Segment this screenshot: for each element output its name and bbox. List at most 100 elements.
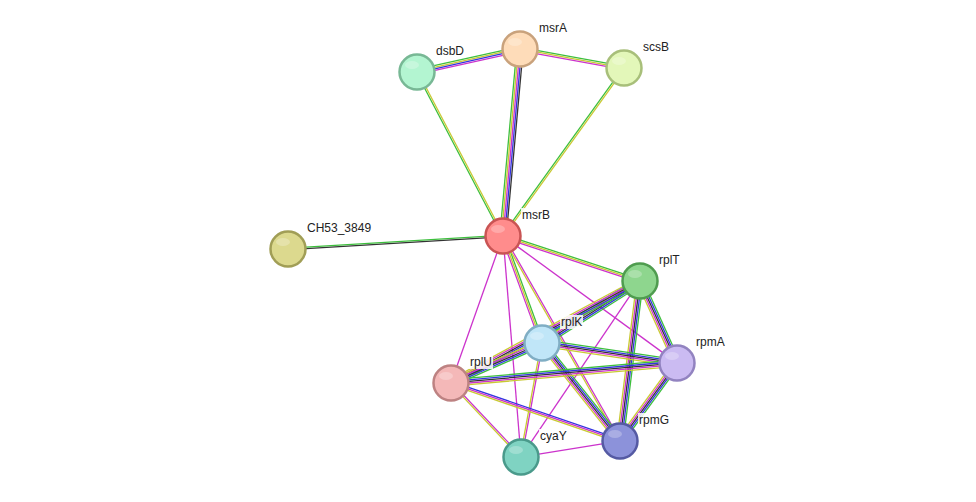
evidence-strand: [560, 347, 659, 362]
evidence-strand: [508, 67, 522, 218]
interaction-edge: [555, 287, 627, 337]
node-label: rpmA: [695, 335, 726, 349]
node-circle: [601, 422, 639, 460]
evidence-strand: [621, 299, 637, 423]
node-label: CH53_3849: [306, 221, 372, 235]
node-highlight: [276, 238, 290, 246]
evidence-strand: [518, 247, 663, 353]
node-highlight: [491, 225, 505, 233]
evidence-strand: [306, 238, 485, 249]
evidence-strand: [464, 396, 509, 444]
node-label: scsB: [642, 40, 670, 54]
evidence-strand: [619, 298, 635, 422]
node-highlight: [608, 430, 622, 438]
node-highlight: [509, 446, 523, 454]
evidence-strand: [469, 365, 659, 382]
node-circle: [269, 230, 307, 268]
evidence-strand: [506, 67, 520, 218]
node-label: rplU: [469, 355, 493, 369]
evidence-strand: [537, 54, 606, 67]
evidence-strand: [539, 444, 602, 454]
node-highlight: [439, 372, 453, 380]
evidence-strand: [463, 397, 508, 445]
evidence-strand: [468, 291, 625, 376]
interaction-edge: [518, 247, 663, 353]
evidence-strand: [558, 293, 626, 336]
protein-node: msrA: [501, 30, 539, 68]
evidence-strand: [457, 253, 497, 366]
evidence-strand: [509, 253, 536, 326]
node-disc: [503, 32, 538, 67]
evidence-strand: [466, 347, 524, 373]
protein-node: rpmG: [601, 422, 639, 460]
interaction-edge: [465, 287, 625, 378]
node-highlight: [405, 61, 419, 69]
evidence-strand: [559, 349, 658, 364]
evidence-strand: [520, 242, 623, 276]
evidence-strand: [508, 253, 535, 326]
interaction-edge: [457, 253, 497, 366]
interaction-edge: [501, 67, 521, 219]
evidence-strand: [538, 51, 607, 64]
protein-node: cyaY: [502, 438, 540, 476]
protein-node: rplT: [621, 262, 659, 300]
evidence-strand: [649, 297, 671, 346]
evidence-strand: [465, 287, 622, 372]
node-disc: [623, 264, 658, 299]
node-highlight: [530, 332, 544, 340]
node-highlight: [628, 270, 642, 278]
node-circle: [501, 30, 539, 68]
protein-node: rpmA: [658, 344, 696, 382]
protein-node: CH53_3849: [269, 230, 307, 268]
node-disc: [603, 424, 638, 459]
interaction-edge: [644, 296, 672, 348]
node-disc: [486, 219, 521, 254]
evidence-strand: [511, 252, 610, 426]
node-highlight: [665, 352, 679, 360]
node-disc: [660, 346, 695, 381]
evidence-strand: [511, 252, 538, 325]
evidence-strand: [505, 67, 519, 218]
evidence-strand: [469, 363, 659, 380]
node-disc: [525, 326, 560, 361]
evidence-strand: [646, 298, 668, 347]
interaction-edge: [469, 361, 660, 384]
evidence-strand: [556, 355, 612, 425]
node-circle: [658, 344, 696, 382]
interaction-edge: [511, 251, 612, 426]
evidence-strand: [513, 82, 613, 221]
evidence-strand: [467, 349, 525, 375]
interaction-edge: [425, 88, 496, 221]
node-circle: [398, 53, 436, 91]
protein-node: rplK: [523, 324, 561, 362]
evidence-strand: [513, 251, 612, 425]
interaction-edge: [520, 240, 624, 277]
protein-node: scsB: [605, 49, 643, 87]
evidence-strand: [514, 83, 614, 222]
protein-node: msrB: [484, 217, 522, 255]
node-highlight: [508, 38, 522, 46]
evidence-strand: [622, 299, 638, 423]
node-disc: [434, 366, 469, 401]
evidence-strand: [467, 350, 525, 376]
evidence-strand: [468, 292, 625, 377]
node-circle: [605, 49, 643, 87]
node-label: msrB: [521, 208, 551, 222]
interaction-edge: [539, 444, 602, 454]
evidence-strand: [647, 297, 669, 346]
node-label: rpmG: [638, 413, 670, 427]
node-disc: [271, 232, 306, 267]
node-circle: [502, 438, 540, 476]
evidence-strand: [469, 368, 659, 385]
interaction-edge: [537, 51, 606, 67]
node-label: dsbD: [435, 44, 465, 58]
node-circle: [523, 324, 561, 362]
evidence-strand: [426, 88, 495, 220]
node-disc: [400, 55, 435, 90]
node-circle: [484, 217, 522, 255]
protein-node: rplU: [432, 364, 470, 402]
interaction-edge: [468, 387, 604, 436]
evidence-strand: [538, 52, 607, 65]
evidence-strand: [469, 366, 659, 383]
